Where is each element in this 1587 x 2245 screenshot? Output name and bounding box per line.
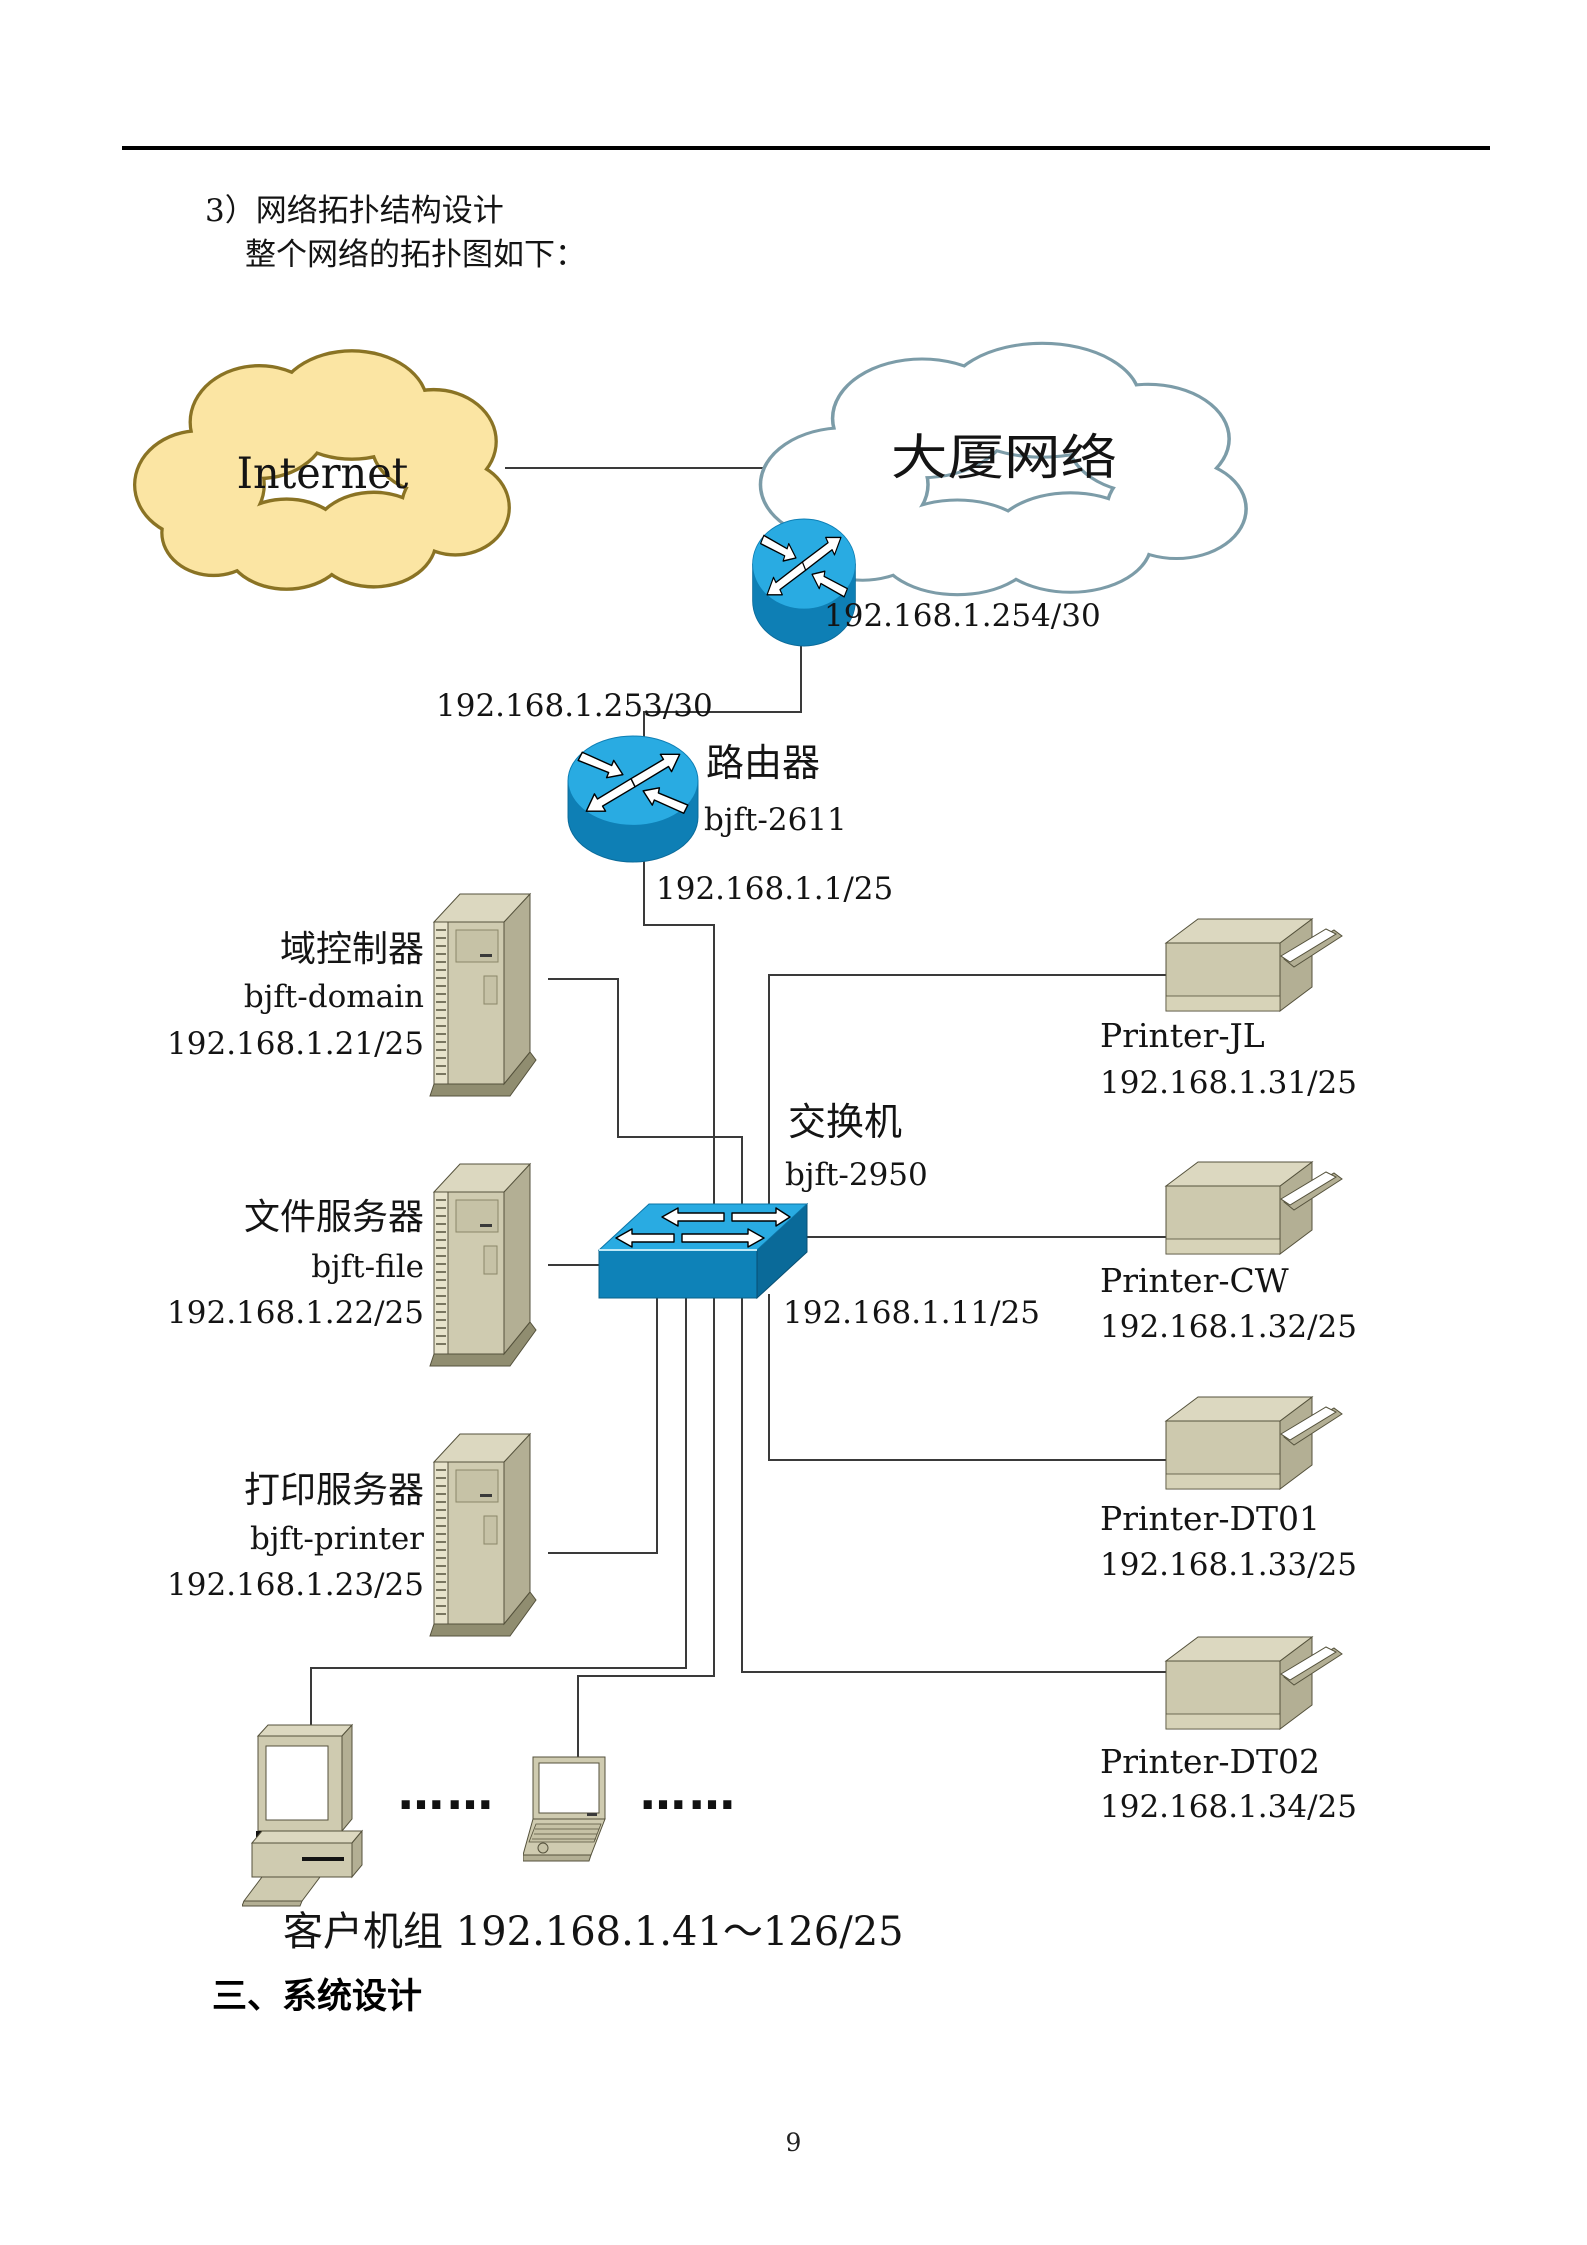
printer-dt02-icon <box>1165 1636 1343 1730</box>
client-group-label: 客户机组 192.168.1.41～126/25 <box>283 1899 904 1957</box>
title-line-1: 3）网络拓扑结构设计 <box>205 193 504 229</box>
client-group-name: 客户机组 <box>283 1909 443 1955</box>
domain-server-icon <box>429 893 537 1097</box>
link-printer-jl-h <box>768 974 1167 976</box>
printer-ip: 192.168.1.34/25 <box>1100 1789 1357 1825</box>
link-printer-dt02-h <box>741 1671 1167 1673</box>
printer-ip: 192.168.1.32/25 <box>1100 1309 1357 1345</box>
switch-ip: 192.168.1.11/25 <box>783 1295 1040 1331</box>
link-print-server-h <box>548 1552 658 1554</box>
ellipsis-dots: …… <box>640 1766 738 1820</box>
link-printer-jl-v <box>768 974 770 1212</box>
link-desktop-v2 <box>310 1667 312 1732</box>
link-printer-cw <box>798 1236 1167 1238</box>
edge-router-ip: 192.168.1.254/30 <box>824 598 1101 634</box>
desktop-client-icon <box>242 1723 364 1907</box>
link-laptop-h <box>577 1675 715 1677</box>
main-router-icon <box>567 735 699 863</box>
printer-jl-icon <box>1165 918 1343 1012</box>
link-domain-d <box>741 1136 743 1210</box>
link-laptop-v2 <box>577 1675 579 1765</box>
link-desktop-h <box>310 1667 687 1669</box>
printer-cw-icon <box>1165 1161 1343 1255</box>
laptop-client-icon <box>523 1756 606 1862</box>
building-network-cloud-icon: 大厦网络 <box>758 340 1250 598</box>
router-hostname: bjft-2611 <box>704 802 847 838</box>
server-hostname: bjft-printer <box>249 1521 424 1557</box>
section-heading: 三、系统设计 <box>212 1977 423 2017</box>
link-edge-router-drop <box>800 645 802 713</box>
link-into-main-router <box>643 711 645 742</box>
printer-dt01-icon <box>1165 1396 1343 1490</box>
server-hostname: bjft-domain <box>243 979 424 1015</box>
link-domain-a <box>548 978 618 980</box>
internet-cloud-label: Internet <box>237 448 409 498</box>
printer-ip: 192.168.1.33/25 <box>1100 1547 1357 1583</box>
server-role: 打印服务器 <box>243 1470 424 1511</box>
switch-type-label: 交换机 <box>788 1100 903 1144</box>
link-desktop-v1 <box>685 1294 687 1669</box>
server-ip: 192.168.1.22/25 <box>167 1295 424 1331</box>
printer-name: Printer-JL <box>1100 1016 1265 1055</box>
server-role: 文件服务器 <box>243 1197 424 1238</box>
server-role: 域控制器 <box>279 929 424 970</box>
link-internet-building <box>505 467 770 469</box>
switch-icon <box>598 1202 808 1300</box>
internet-cloud-icon: Internet <box>133 348 512 592</box>
building-cloud-label: 大厦网络 <box>891 430 1117 486</box>
link-printer-dt02-v <box>741 1294 743 1673</box>
link-print-server-v <box>656 1294 658 1554</box>
printer-name: Printer-CW <box>1100 1261 1289 1300</box>
link-router-trunk-jog <box>643 924 715 926</box>
link-domain-b <box>617 978 619 1138</box>
print-server-icon <box>429 1433 537 1637</box>
printer-ip: 192.168.1.31/25 <box>1100 1065 1357 1101</box>
link-router-to-switch <box>713 924 715 1210</box>
link-laptop-v1 <box>713 1294 715 1677</box>
link-printer-dt01-v <box>768 1294 770 1461</box>
server-ip: 192.168.1.23/25 <box>167 1567 424 1603</box>
printer-name: Printer-DT02 <box>1100 1742 1320 1781</box>
link-edge-router-jog <box>643 711 802 713</box>
router-type-label: 路由器 <box>706 741 821 785</box>
page-number: 9 <box>785 2128 802 2157</box>
link-printer-dt01-h <box>768 1459 1167 1461</box>
file-server-icon <box>429 1163 537 1367</box>
server-ip: 192.168.1.21/25 <box>167 1026 424 1062</box>
router-wan-ip: 192.168.1.253/30 <box>436 688 713 724</box>
link-domain-c <box>617 1136 743 1138</box>
server-hostname: bjft-file <box>311 1249 424 1285</box>
link-file-server <box>548 1264 630 1266</box>
printer-name: Printer-DT01 <box>1100 1499 1320 1538</box>
title-line-2: 整个网络的拓扑图如下： <box>245 237 586 273</box>
ellipsis-dots: …… <box>398 1766 496 1820</box>
router-lan-ip: 192.168.1.1/25 <box>656 871 894 907</box>
header-rule <box>122 146 1490 150</box>
link-router-trunk-top <box>643 858 645 926</box>
client-group-ip-range: 192.168.1.41～126/25 <box>455 1909 904 1955</box>
switch-hostname: bjft-2950 <box>785 1157 928 1193</box>
